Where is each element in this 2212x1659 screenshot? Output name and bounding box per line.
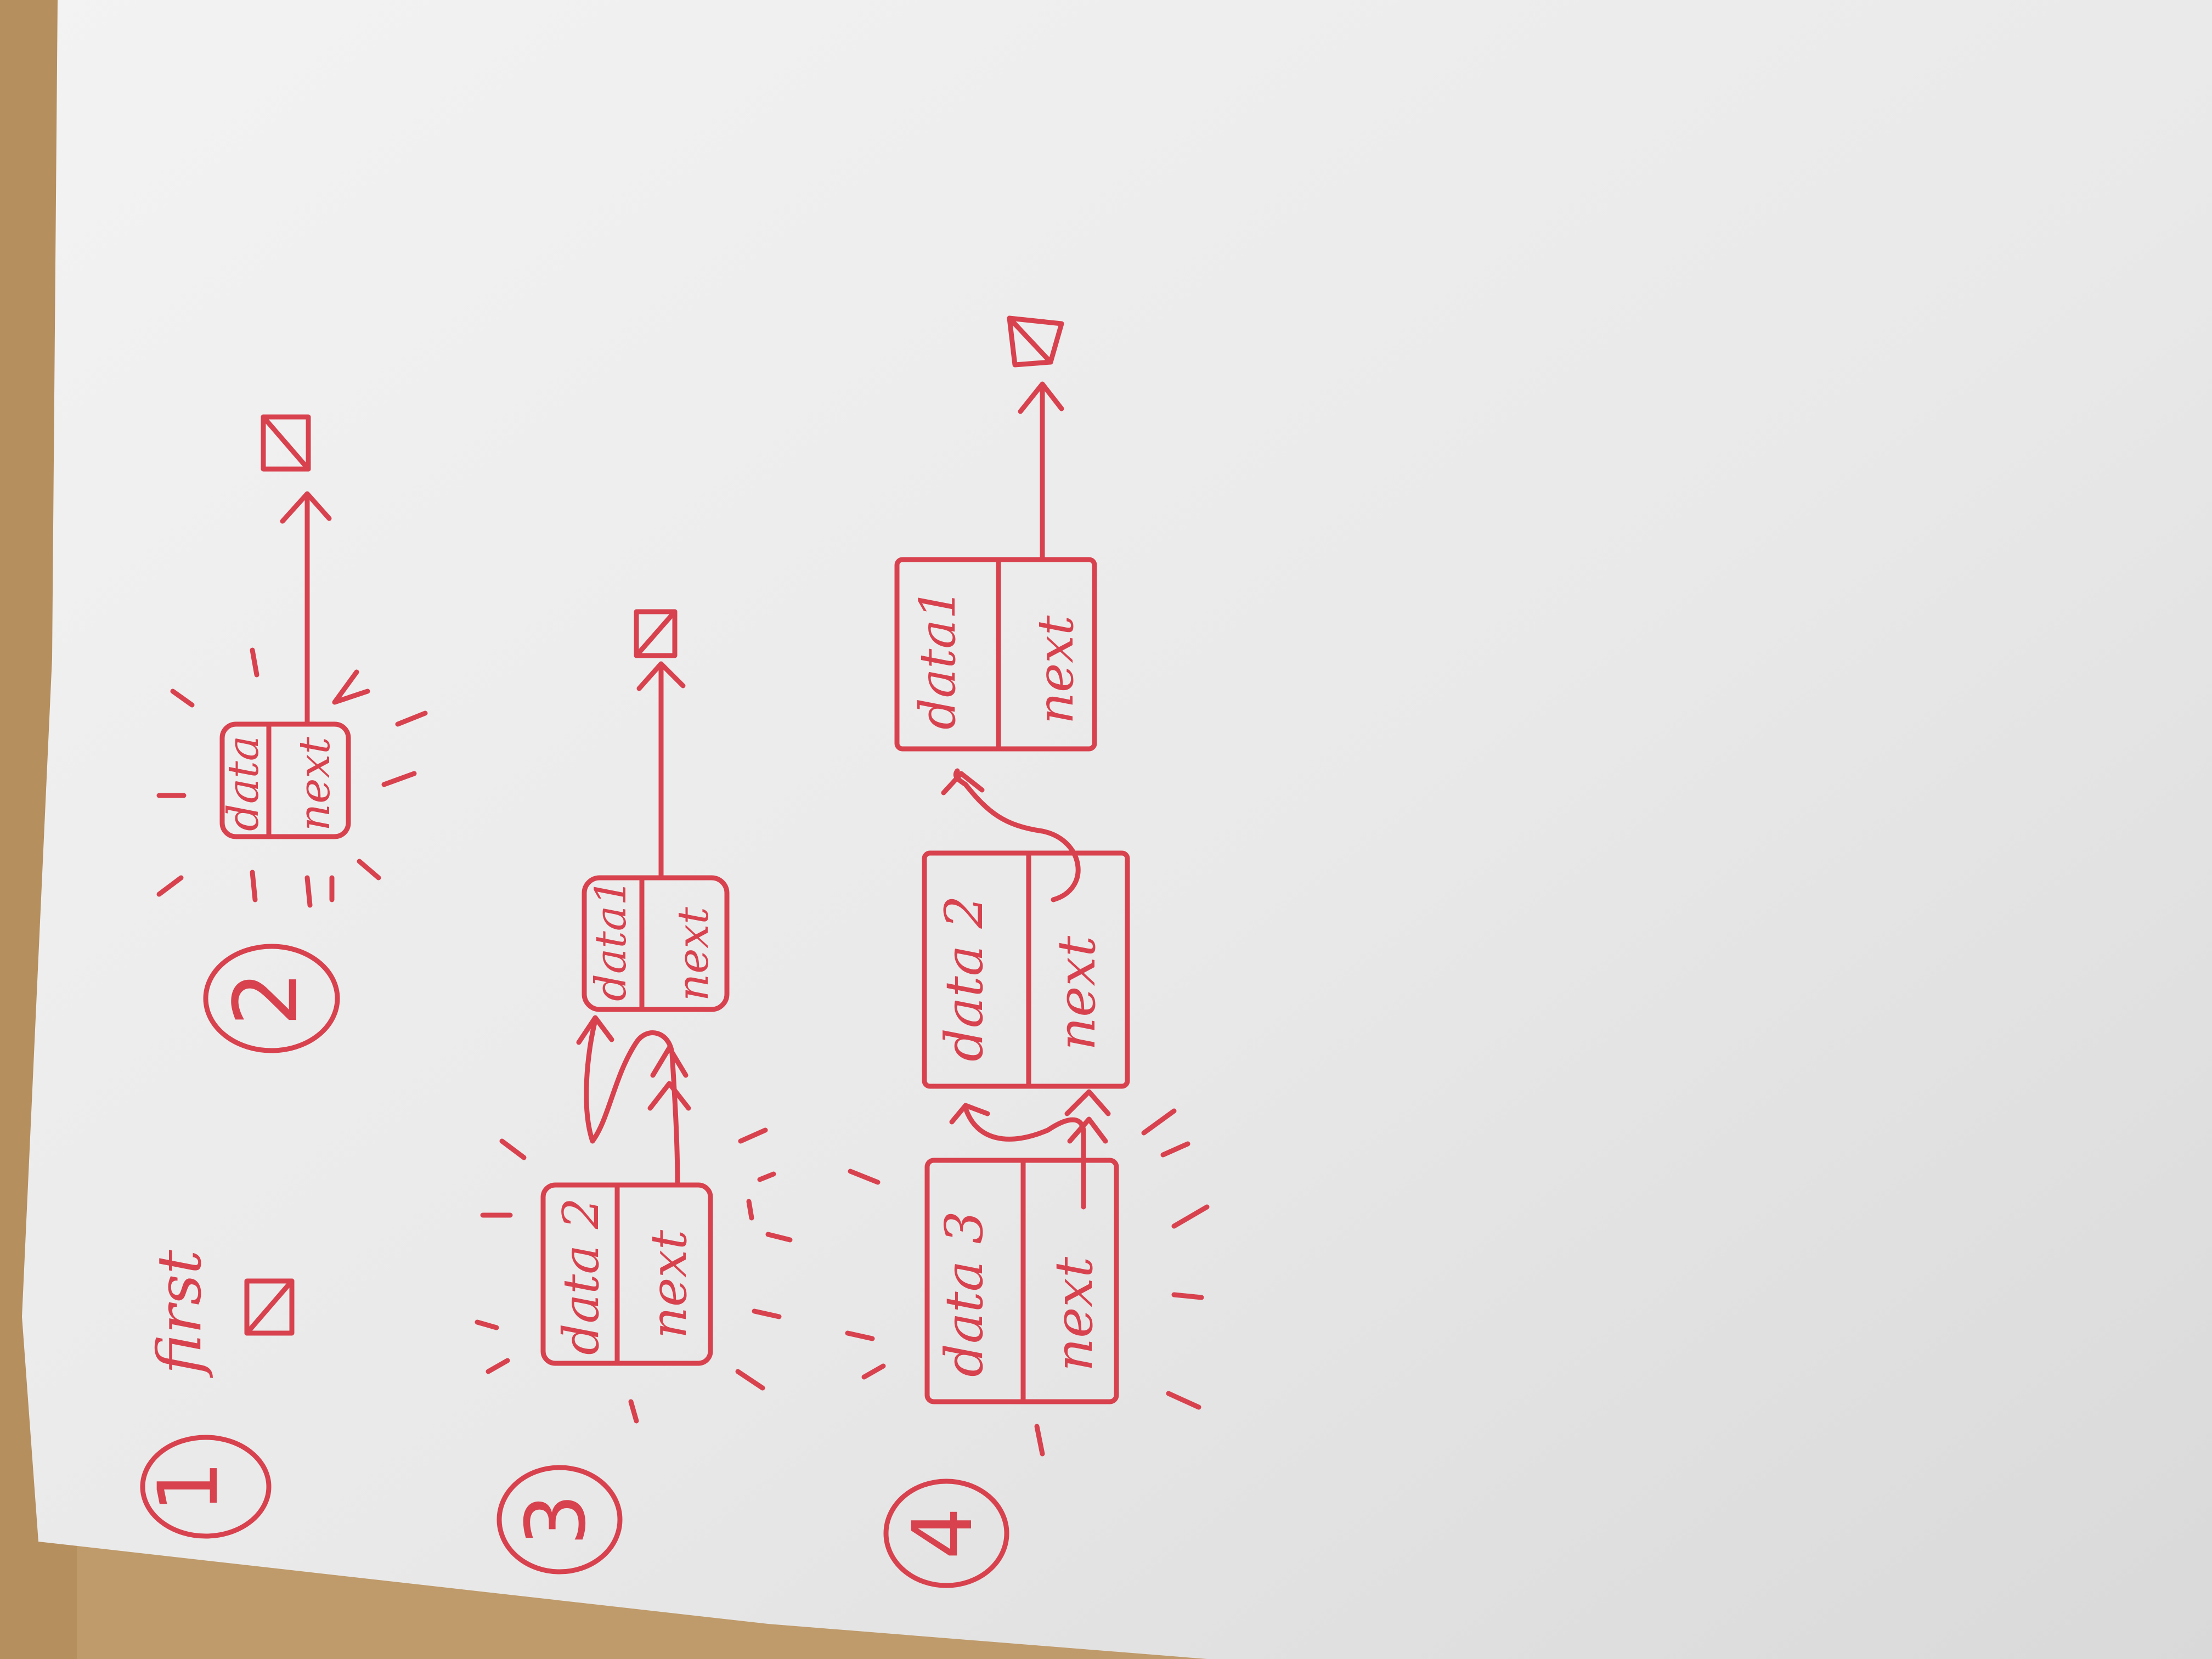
node-next-label: next: [1047, 935, 1107, 1051]
linked-list-node: data1 next: [894, 557, 1097, 752]
null-pointer-icon: [634, 609, 678, 658]
step-3-circle: [496, 1465, 623, 1575]
emphasis-marks: [156, 647, 428, 908]
node-next-label: next: [1027, 615, 1085, 724]
linked-list-node: data 2 next: [922, 850, 1130, 1089]
node-data-label: data 2: [552, 1198, 610, 1355]
node-next-label: next: [669, 907, 718, 1001]
step-1: 1 first: [140, 1250, 295, 1539]
step-2: 2 data next: [156, 414, 428, 1053]
step-3: 3 data 2 next data1: [475, 609, 793, 1575]
step-1-number: 1: [141, 1460, 236, 1513]
step-2-circle: [203, 944, 340, 1053]
node-next-label: next: [640, 1229, 698, 1339]
null-pointer-icon: [1007, 315, 1064, 368]
step-2-number: 2: [215, 970, 317, 1026]
node-data-label: data: [219, 736, 268, 831]
linked-list-node: data 3 next: [924, 1158, 1119, 1404]
step-1-circle: [140, 1435, 272, 1539]
node-data-label: data 3: [934, 1211, 995, 1377]
step-4: 4 data 3 next data 2: [845, 315, 1210, 1588]
node-next-label: next: [1044, 1256, 1104, 1372]
step-3-number: 3: [509, 1493, 604, 1545]
next-pointer-arrow: [963, 1105, 1086, 1210]
linked-list-node: data next: [219, 721, 351, 839]
node-data-label: data1: [586, 878, 636, 1001]
node-data-label: data 2: [934, 895, 995, 1062]
null-pointer-icon: [244, 1278, 295, 1336]
emphasis-marks: [845, 1108, 1210, 1457]
linked-list-node: data1 next: [582, 875, 730, 1012]
step-4-circle: [883, 1479, 1009, 1588]
step-4-number: 4: [895, 1507, 991, 1559]
node-data-label: data1: [909, 588, 967, 730]
next-pointer-arrow: [584, 1018, 680, 1188]
node-next-label: next: [290, 737, 340, 831]
linked-list-node: data 2 next: [540, 1182, 713, 1366]
paper-sheet: [22, 0, 2212, 1659]
emphasis-marks: [475, 1127, 793, 1424]
null-pointer-icon: [261, 414, 311, 472]
next-pointer-arrow: [953, 768, 1081, 902]
first-label: first: [144, 1250, 215, 1378]
